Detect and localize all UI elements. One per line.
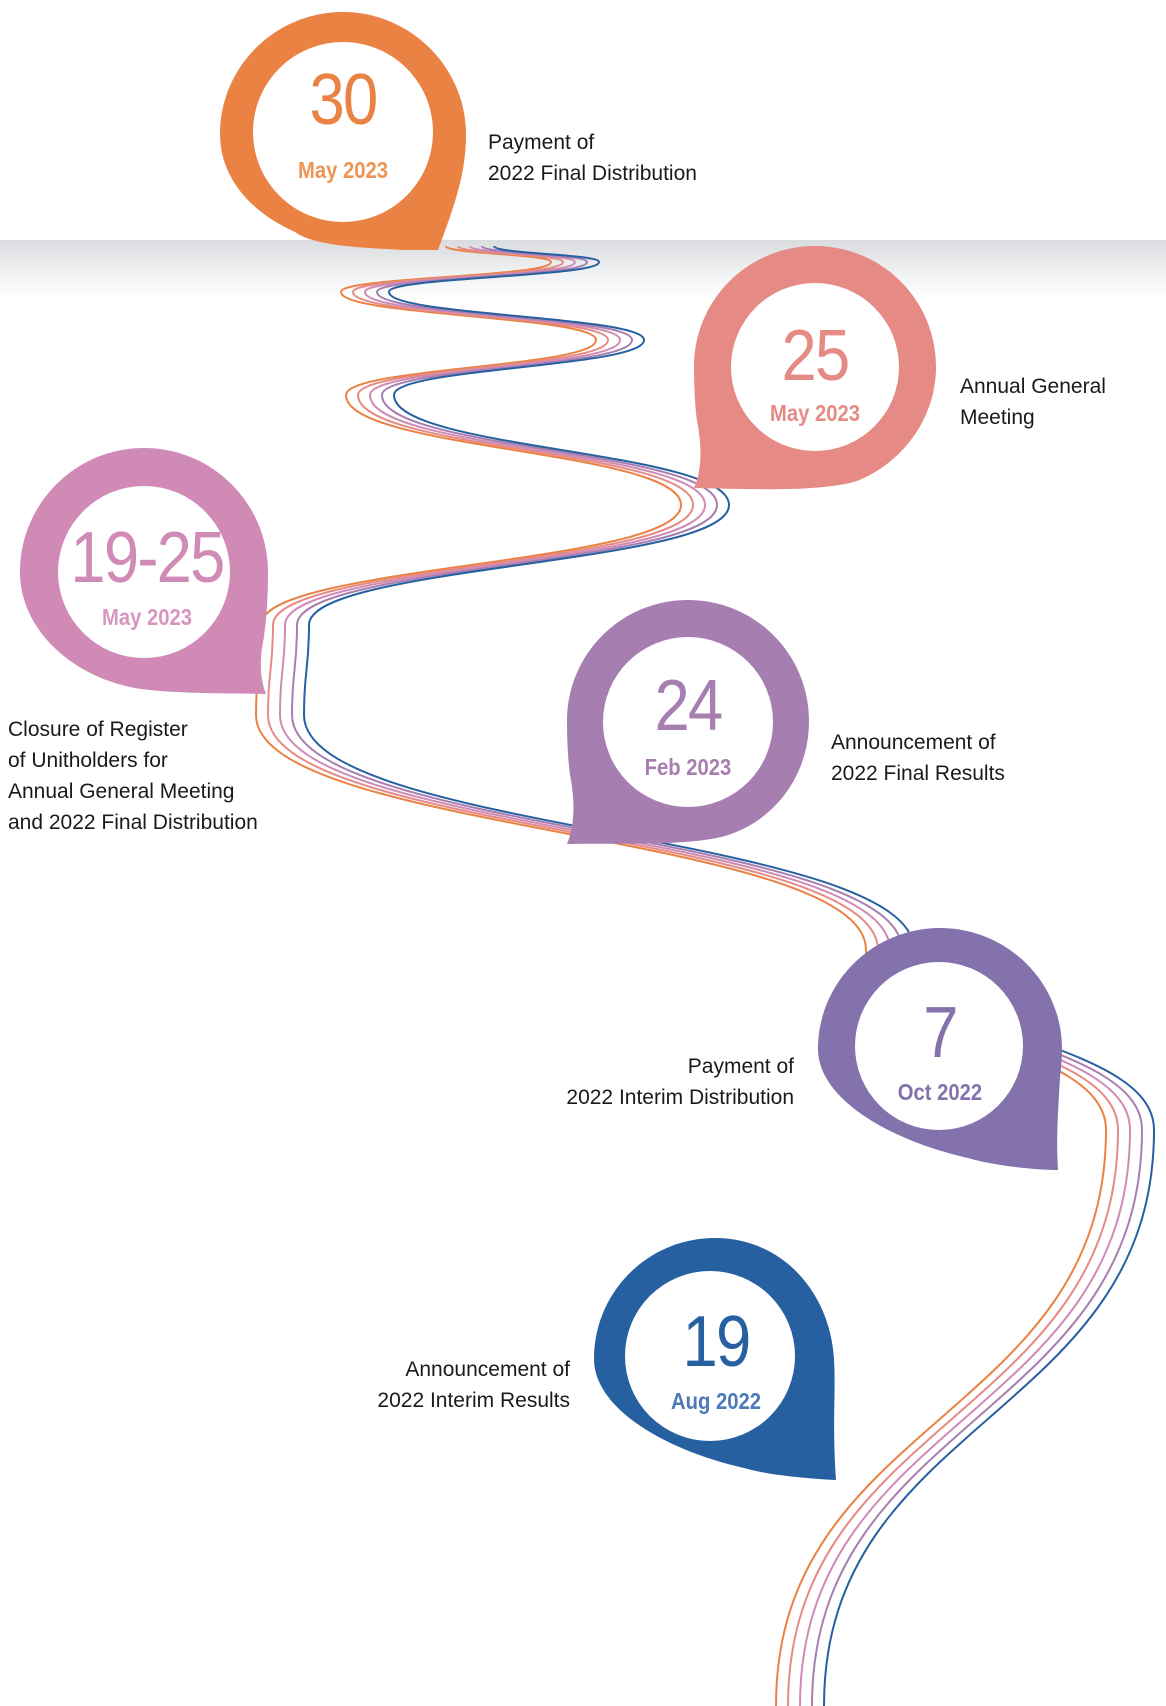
header-gradient-band (0, 240, 1166, 300)
milestone-pin-1: 30 May 2023 (220, 12, 466, 250)
milestone-pin-3: 19-25 May 2023 (20, 448, 274, 694)
milestone-pin-4: 24 Feb 2023 (567, 600, 809, 846)
milestone-day: 19 (682, 1302, 752, 1382)
milestone-day: 25 (781, 316, 851, 396)
milestone-pin-2: 25 May 2023 (694, 246, 936, 492)
milestone-pin-5: 7 Oct 2022 (818, 928, 1062, 1170)
road-line (290, 245, 1144, 1706)
milestone-date: Oct 2022 (897, 1079, 983, 1105)
milestone-date: May 2023 (297, 157, 389, 183)
milestone-date: May 2023 (101, 604, 193, 630)
milestone-day: 24 (654, 666, 724, 746)
milestone-date: Feb 2023 (644, 754, 732, 780)
milestone-pin-6: 19 Aug 2022 (594, 1238, 838, 1480)
milestone-date: Aug 2022 (670, 1388, 761, 1414)
road-line (266, 245, 1120, 1706)
road-line (302, 245, 1156, 1706)
milestone-label-5: Payment of 2022 Interim Distribution (566, 1055, 794, 1109)
milestone-date: May 2023 (769, 400, 861, 426)
milestone-day: 19-25 (70, 518, 225, 598)
milestone-label-4: Announcement of 2022 Final Results (831, 731, 1005, 785)
milestone-day: 30 (309, 60, 379, 140)
milestone-label-1: Payment of 2022 Final Distribution (488, 131, 697, 185)
milestone-label-2: Annual General Meeting (960, 375, 1106, 429)
milestone-label-3: Closure of Register of Unitholders for A… (8, 718, 258, 834)
road-line (254, 245, 1108, 1706)
milestone-label-6: Announcement of 2022 Interim Results (377, 1358, 570, 1412)
road-line (278, 245, 1132, 1706)
milestone-day: 7 (923, 993, 958, 1073)
